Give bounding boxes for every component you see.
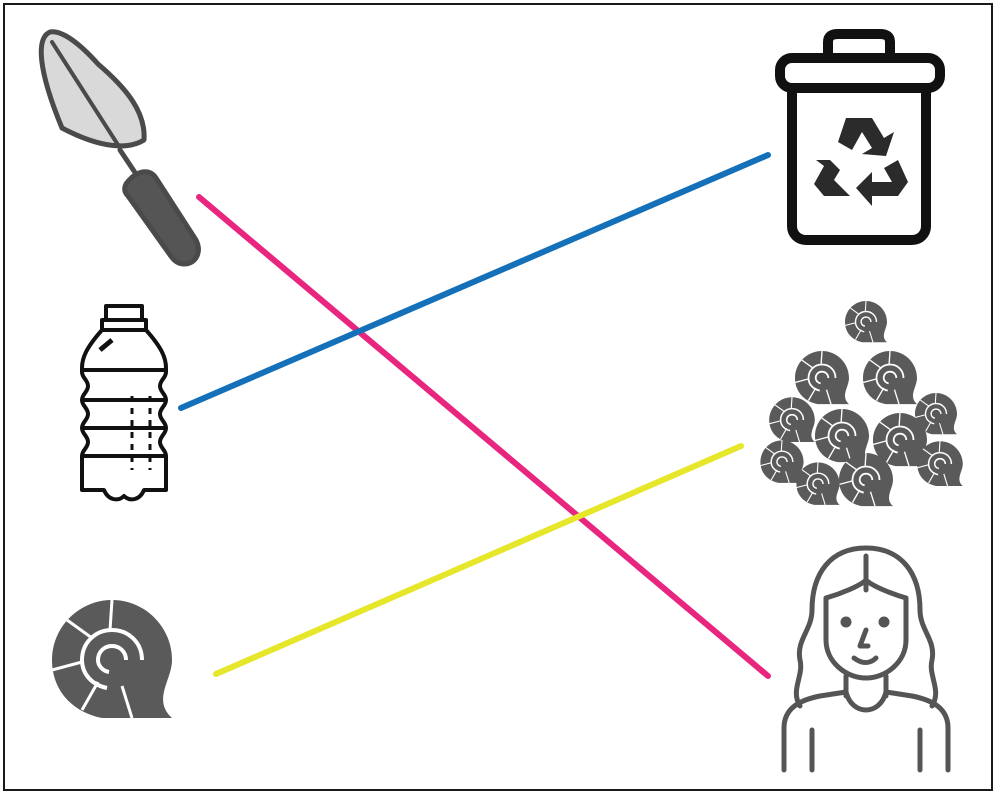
plastic-bottle-icon[interactable] — [80, 304, 168, 502]
connection-line-shell-pile — [213, 443, 744, 677]
ammonite-shell-icon[interactable] — [50, 598, 174, 720]
woman-icon[interactable] — [781, 545, 951, 773]
trowel-icon[interactable] — [38, 29, 201, 267]
recycle-bin-icon[interactable] — [775, 29, 945, 245]
connection-line-bottle-bin — [178, 152, 771, 411]
connection-line-trowel-woman — [196, 194, 771, 679]
